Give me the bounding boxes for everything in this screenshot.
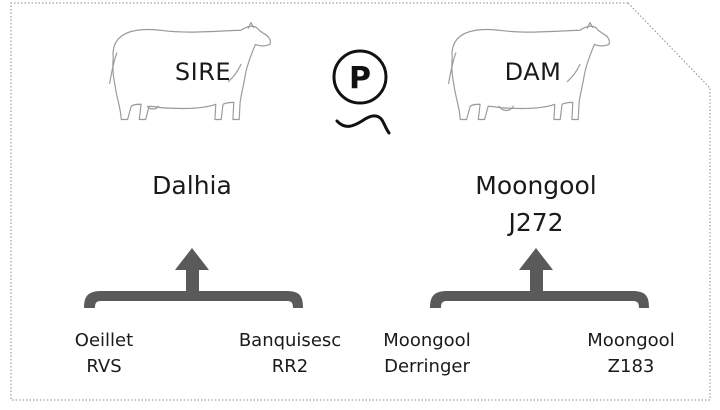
dam-name-line2: J272	[508, 208, 564, 237]
dam-grandsire-line1: Moongool	[383, 330, 471, 351]
svg-text:P: P	[349, 61, 371, 96]
polled-p-icon: P	[332, 49, 391, 135]
sire-granddam-line1: Banquisesc	[238, 330, 342, 351]
dam-name-line1: Moongool	[475, 171, 597, 200]
sire-grandsire-line1: Oeillet	[74, 330, 134, 351]
dam-granddam: Moongool Z183	[576, 328, 686, 380]
dam-bracket-arrow	[430, 248, 649, 308]
sire-bracket-arrow	[84, 248, 303, 308]
sire-grandsire: Oeillet RVS	[44, 328, 164, 380]
sire-name: Dalhia	[152, 171, 232, 200]
dotted-frame	[10, 2, 711, 401]
sire-cow-icon	[109, 21, 271, 121]
sire-grandsire-line2: RVS	[86, 356, 122, 377]
sire-granddam: Banquisesc RR2	[228, 328, 352, 380]
sire-granddam-line2: RR2	[271, 356, 309, 377]
dam-granddam-line2: Z183	[607, 356, 655, 377]
dam-grandsire: Moongool Derringer	[367, 328, 487, 380]
dam-grandsire-line2: Derringer	[384, 356, 470, 377]
dam-cow-icon	[448, 21, 610, 121]
sire-role-label: SIRE	[174, 58, 232, 86]
frame-corner-cut	[627, 2, 711, 89]
dam-granddam-line1: Moongool	[587, 330, 675, 351]
dam-role-label: DAM	[504, 58, 562, 86]
